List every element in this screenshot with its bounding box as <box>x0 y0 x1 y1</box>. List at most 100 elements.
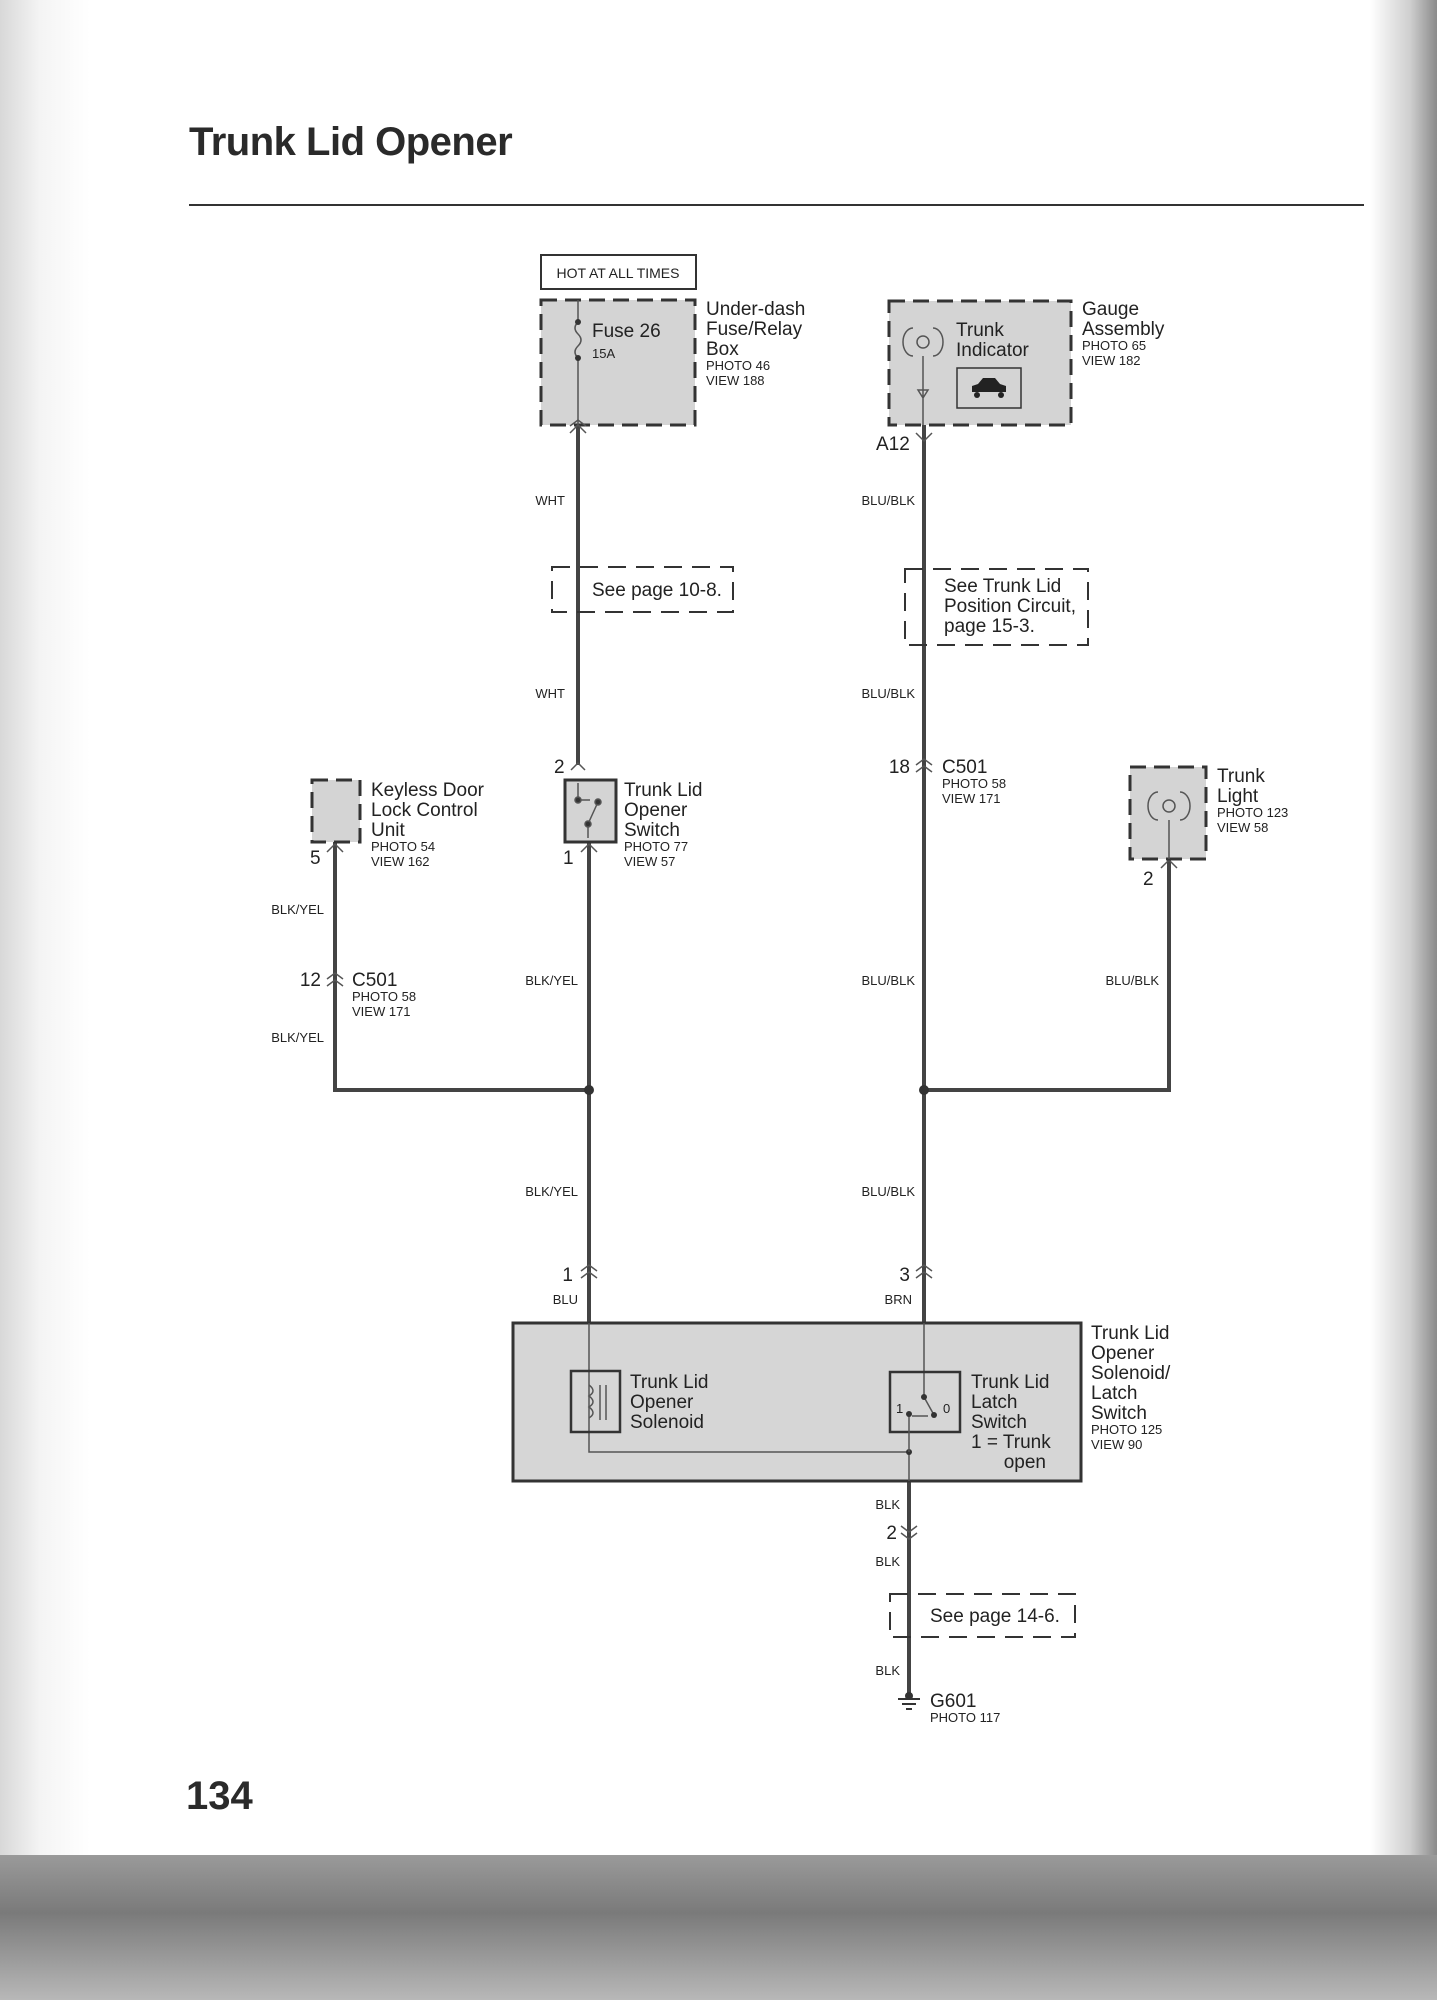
svg-text:BLK/YEL: BLK/YEL <box>271 1030 324 1045</box>
svg-text:1 = Trunk: 1 = Trunk <box>971 1432 1051 1453</box>
gauge-assembly-label: Gauge Assembly PHOTO 65 VIEW 182 <box>1082 299 1165 368</box>
svg-text:page 15-3.: page 15-3. <box>944 616 1035 637</box>
svg-text:PHOTO 58: PHOTO 58 <box>942 776 1006 791</box>
wire-color-labels: WHT WHT BLU/BLK BLU/BLK BLU/BLK BLU/BLK … <box>271 493 1159 1678</box>
svg-text:Switch: Switch <box>624 820 680 841</box>
page-number: 134 <box>186 1774 253 1818</box>
switch-icon <box>574 783 602 838</box>
see-page-14-6-link[interactable]: See page 14-6. <box>930 1606 1060 1627</box>
gauge-assembly-box <box>887 299 1073 427</box>
svg-text:VIEW 90: VIEW 90 <box>1091 1437 1142 1452</box>
svg-text:Keyless Door: Keyless Door <box>371 780 485 801</box>
keyless-label: Keyless Door Lock Control Unit PHOTO 54 … <box>371 780 485 869</box>
c501-right-label: C501 PHOTO 58 VIEW 171 <box>942 757 1006 806</box>
svg-text:Solenoid/: Solenoid/ <box>1091 1363 1171 1384</box>
ground-icon <box>898 1692 920 1710</box>
svg-text:Light: Light <box>1217 786 1259 807</box>
solenoid-icon <box>569 1369 622 1434</box>
svg-text:VIEW 188: VIEW 188 <box>706 373 765 388</box>
svg-text:BLK: BLK <box>875 1554 900 1569</box>
ground-name: G601 <box>930 1691 976 1712</box>
svg-text:PHOTO 77: PHOTO 77 <box>624 839 688 854</box>
ground-photo: PHOTO 117 <box>930 1710 1000 1725</box>
pin-label: 2 <box>554 757 565 778</box>
opener-switch-label: Trunk Lid Opener Switch PHOTO 77 VIEW 57 <box>624 780 703 869</box>
connector-icons <box>326 419 1178 1540</box>
svg-text:BLK/YEL: BLK/YEL <box>525 973 578 988</box>
c501-left-label: C501 PHOTO 58 VIEW 171 <box>352 970 416 1019</box>
svg-text:Position Circuit,: Position Circuit, <box>944 596 1076 617</box>
svg-text:Solenoid: Solenoid <box>630 1412 704 1433</box>
svg-text:Unit: Unit <box>371 820 406 841</box>
wires <box>333 425 1171 1696</box>
svg-text:Under-dash: Under-dash <box>706 299 805 320</box>
svg-text:Trunk Lid: Trunk Lid <box>624 780 703 801</box>
svg-text:PHOTO 54: PHOTO 54 <box>371 839 435 854</box>
see-page-14-6-box[interactable] <box>889 1593 1076 1638</box>
svg-text:Latch: Latch <box>1091 1383 1137 1404</box>
svg-text:BRN: BRN <box>885 1292 912 1307</box>
fuse-box-label: Under-dash Fuse/Relay Box PHOTO 46 VIEW … <box>706 299 805 388</box>
svg-text:C501: C501 <box>352 970 397 991</box>
svg-text:PHOTO 65: PHOTO 65 <box>1082 338 1146 353</box>
splice <box>919 1085 929 1095</box>
fuse-relay-box <box>539 298 697 427</box>
svg-text:Gauge: Gauge <box>1082 299 1139 320</box>
svg-text:BLU/BLK: BLU/BLK <box>862 973 916 988</box>
svg-text:Trunk: Trunk <box>1217 766 1265 787</box>
svg-text:Lock Control: Lock Control <box>371 800 478 821</box>
pin-label: 5 <box>310 848 321 869</box>
pin-label: 2 <box>1143 869 1154 890</box>
pin-label: 1 <box>562 1265 573 1286</box>
svg-text:VIEW 58: VIEW 58 <box>1217 820 1268 835</box>
pin-label: 18 <box>889 757 910 778</box>
svg-text:BLK/YEL: BLK/YEL <box>525 1184 578 1199</box>
svg-text:PHOTO 123: PHOTO 123 <box>1217 805 1288 820</box>
fuse-name: Fuse 26 <box>592 321 661 342</box>
svg-text:C501: C501 <box>942 757 987 778</box>
keyless-control-unit-box <box>310 778 362 844</box>
svg-text:Indicator: Indicator <box>956 340 1030 361</box>
pin-a12: A12 <box>876 434 910 455</box>
svg-text:BLK/YEL: BLK/YEL <box>271 902 324 917</box>
solenoid-label: Trunk Lid Opener Solenoid <box>630 1372 709 1433</box>
svg-text:PHOTO 58: PHOTO 58 <box>352 989 416 1004</box>
trunk-lid-position-link[interactable]: See Trunk Lid <box>944 576 1061 597</box>
car-icon <box>956 367 1022 409</box>
hot-label: HOT AT ALL TIMES <box>557 265 680 281</box>
fuse-rating: 15A <box>592 346 615 361</box>
indicator-label: Trunk <box>956 320 1004 341</box>
svg-text:Opener: Opener <box>624 800 688 821</box>
svg-text:BLU/BLK: BLU/BLK <box>1106 973 1160 988</box>
pin-label: 3 <box>899 1265 910 1286</box>
latch-position-0: 0 <box>943 1401 950 1416</box>
bulb-icon <box>902 327 944 425</box>
scan-background <box>0 1855 1437 2000</box>
svg-text:Fuse/Relay: Fuse/Relay <box>706 319 803 340</box>
page-title: Trunk Lid Opener <box>189 120 513 164</box>
svg-text:VIEW 57: VIEW 57 <box>624 854 675 869</box>
see-page-10-8-link[interactable]: See page 10-8. <box>592 580 722 601</box>
pin-label: 1 <box>563 848 574 869</box>
fuse-icon <box>574 321 582 359</box>
svg-text:PHOTO 125: PHOTO 125 <box>1091 1422 1162 1437</box>
assembly-label: Trunk Lid Opener Solenoid/ Latch Switch … <box>1091 1323 1171 1452</box>
trunk-lid-opener-switch-box <box>563 778 618 844</box>
svg-text:WHT: WHT <box>535 493 565 508</box>
splice <box>584 1085 594 1095</box>
hot-at-all-times-box <box>540 254 697 290</box>
svg-text:VIEW 182: VIEW 182 <box>1082 353 1141 368</box>
trunk-lid-position-ref-box[interactable] <box>904 568 1089 646</box>
see-page-10-8-box[interactable] <box>551 566 734 613</box>
svg-text:Trunk Lid: Trunk Lid <box>630 1372 709 1393</box>
svg-text:VIEW 171: VIEW 171 <box>352 1004 411 1019</box>
svg-text:BLU: BLU <box>553 1292 578 1307</box>
trunk-light-box <box>1128 765 1208 861</box>
svg-text:Switch: Switch <box>1091 1403 1147 1424</box>
svg-text:Trunk Lid: Trunk Lid <box>1091 1323 1170 1344</box>
svg-text:Opener: Opener <box>1091 1343 1155 1364</box>
svg-text:WHT: WHT <box>535 686 565 701</box>
svg-text:Switch: Switch <box>971 1412 1027 1433</box>
